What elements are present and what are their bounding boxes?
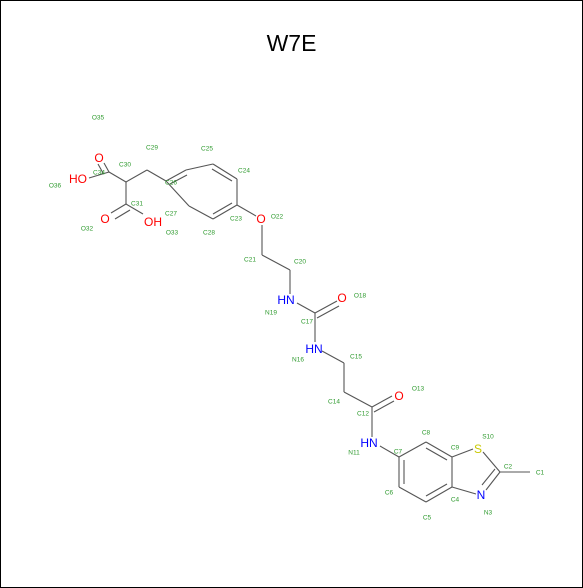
bond [125,169,148,183]
bond [398,441,427,458]
bond [425,447,448,461]
atom-number: C23 [230,216,242,223]
atom-number: N11 [348,450,360,457]
bond [371,395,393,408]
atom-number: C25 [201,146,213,153]
bond [236,204,257,217]
bond [165,169,187,182]
bond [451,448,474,458]
atom-labels: HO O O OH O HN O HN O HN S N [69,151,485,502]
atom-number: C9 [451,445,460,452]
bond [398,486,427,503]
atom-number: C21 [244,257,256,264]
bond [373,400,395,413]
atom-number: O33 [166,230,179,237]
bond [108,171,127,183]
bond [103,162,110,173]
molecule-title: W7E [266,30,317,56]
atom-number: N3 [484,510,493,517]
atom-number: O36 [49,183,62,190]
atom-label: O [337,291,346,305]
bond [185,163,214,171]
atom-label: N [477,488,486,502]
bond [296,302,316,314]
bond [169,174,188,185]
atom-label: HN [277,293,294,307]
atom-label: O [256,212,265,226]
atom-number: O18 [354,293,367,300]
atom-number: O13 [412,386,425,393]
atom-number: C5 [423,515,432,522]
bond [165,180,190,207]
atom-label: OH [144,215,162,229]
bond [212,204,238,220]
bond [212,202,233,215]
bond [316,305,340,319]
atom-number: C4 [451,497,460,504]
bond [321,350,345,364]
atom-number: N16 [292,357,304,364]
atom-label: O [94,151,103,165]
atom-number: C31 [131,201,143,208]
atom-number: C17 [301,319,313,326]
atom-number: N19 [265,310,277,317]
bond [88,171,110,179]
bonds [88,162,530,503]
atom-label: HN [305,342,322,356]
bond [211,168,233,182]
bond [314,300,338,314]
atom-number: C12 [357,411,369,418]
atom-number: O35 [92,115,105,122]
atom-label: O [100,212,109,226]
bond [481,468,496,486]
bond [485,471,501,491]
atom-number: C34 [93,170,105,177]
atom-label: HN [360,436,377,450]
bond [482,451,501,473]
atom-number: C2 [504,464,513,471]
bond [261,254,291,271]
atom-number: C24 [238,168,250,175]
bond [425,486,453,503]
atom-number-labels: O35 C29 C25 C30 C34 C26 C24 O36 C31 C27 … [49,115,545,522]
atom-label: O [394,389,403,403]
bond [425,441,453,458]
atom-number: C6 [385,490,394,497]
atom-number: C27 [165,211,177,218]
bond [114,209,131,220]
atom-label: S [474,442,482,456]
atom-number: S10 [482,434,494,441]
bond [110,203,127,214]
atom-number: C7 [394,449,403,456]
atom-number: C15 [350,354,362,361]
atom-number: C30 [119,162,131,169]
bond [146,169,167,182]
bond [97,163,104,174]
atom-number: C28 [203,230,215,237]
bond [451,486,477,495]
atom-number: O32 [81,226,94,233]
atom-number: C8 [422,430,431,437]
bond [125,203,144,215]
bond [425,483,448,497]
atom-number: C1 [536,470,545,477]
atom-label: HO [69,172,87,186]
atom-number: O22 [271,214,284,221]
atom-number: C29 [146,145,158,152]
atom-number: C14 [328,399,340,406]
atom-number: C20 [294,259,306,266]
bond [379,445,400,458]
atom-number: C26 [165,180,177,187]
bond [188,205,214,220]
bond [212,163,238,180]
bond [343,391,373,408]
